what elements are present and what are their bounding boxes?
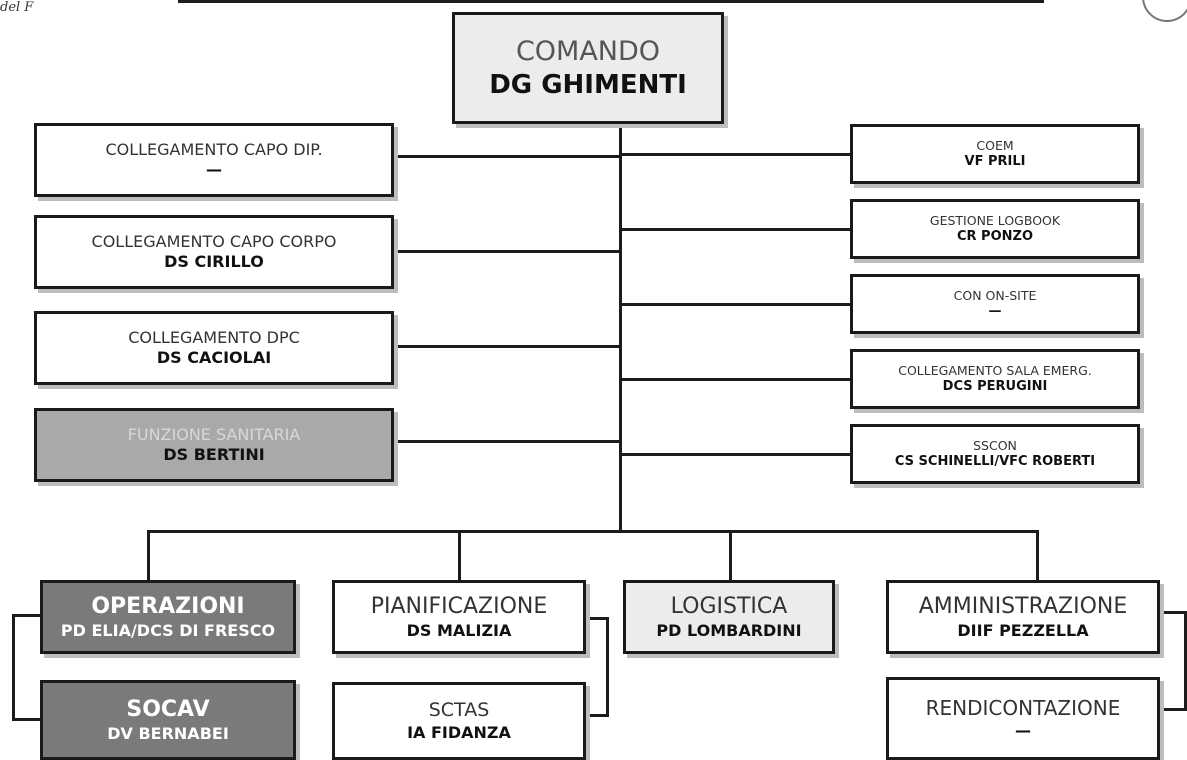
connector-left-3 — [394, 345, 620, 348]
connector-right-1 — [620, 153, 852, 156]
node-title: GESTIONE LOGBOOK — [929, 213, 1061, 229]
node-name: DIIF PEZZELLA — [957, 620, 1089, 640]
node-collegamento-capo-dip: COLLEGAMENTO CAPO DIP. — — [34, 123, 394, 197]
bracket-pianificazione-v — [606, 617, 609, 717]
node-title: COEM — [976, 138, 1014, 154]
header-rule — [178, 0, 1044, 3]
node-title: SOCAV — [126, 697, 210, 723]
connector-left-4 — [394, 440, 620, 443]
connector-right-2 — [620, 228, 852, 231]
drop-amministrazione — [1036, 530, 1039, 582]
node-funzione-sanitaria: FUNZIONE SANITARIA DS BERTINI — [34, 408, 394, 482]
node-con-on-site: CON ON-SITE — — [850, 274, 1140, 334]
bracket-operazioni-v — [12, 614, 15, 720]
node-name: DCS PERUGINI — [942, 378, 1048, 394]
node-name: PD LOMBARDINI — [656, 620, 802, 640]
node-name: DS BERTINI — [163, 445, 265, 464]
connector-left-2 — [394, 250, 620, 253]
node-title: FUNZIONE SANITARIA — [127, 425, 301, 444]
node-collegamento-dpc: COLLEGAMENTO DPC DS CACIOLAI — [34, 311, 394, 385]
node-name: CR PONZO — [956, 228, 1033, 244]
node-coem: COEM VF PRILI — [850, 124, 1140, 184]
node-name: DG GHIMENTI — [489, 69, 687, 100]
node-collegamento-capo-corpo: COLLEGAMENTO CAPO CORPO DS CIRILLO — [34, 215, 394, 289]
node-name: — — [1015, 721, 1031, 740]
node-collegamento-sala-emerg: COLLEGAMENTO SALA EMERG. DCS PERUGINI — [850, 349, 1140, 409]
node-title: COLLEGAMENTO CAPO CORPO — [91, 232, 337, 251]
node-title: OPERAZIONI — [91, 594, 245, 620]
bracket-amministrazione — [1160, 611, 1187, 614]
node-socav: SOCAV DV BERNABEI — [40, 680, 296, 760]
emblem-icon — [1142, 0, 1187, 22]
bracket-pianificazione — [585, 617, 609, 620]
connector-left-1 — [394, 155, 620, 158]
trunk-line — [619, 124, 622, 532]
node-name: IA FIDANZA — [407, 722, 511, 742]
node-title: SCTAS — [428, 699, 490, 722]
node-name: DS MALIZIA — [406, 620, 512, 640]
bracket-amministrazione-v — [1184, 611, 1187, 711]
node-title: RENDICONTAZIONE — [925, 696, 1121, 720]
bracket-pianificazione-b — [585, 714, 609, 717]
bracket-amministrazione-b — [1160, 708, 1187, 711]
node-rendicontazione: RENDICONTAZIONE — — [886, 677, 1160, 760]
node-title: SSCON — [973, 438, 1017, 454]
node-title: COLLEGAMENTO DPC — [128, 328, 300, 347]
connector-right-5 — [620, 453, 852, 456]
node-name: DS CACIOLAI — [156, 348, 272, 367]
node-logistica: LOGISTICA PD LOMBARDINI — [623, 580, 835, 654]
node-sscon: SSCON CS SCHINELLI/VFC ROBERTI — [850, 424, 1140, 484]
connector-right-3 — [620, 303, 852, 306]
logo-text: del F — [0, 0, 34, 15]
node-name: DV BERNABEI — [107, 723, 229, 743]
drop-logistica — [729, 530, 732, 582]
node-gestione-logbook: GESTIONE LOGBOOK CR PONZO — [850, 199, 1140, 259]
node-title: COLLEGAMENTO CAPO DIP. — [105, 140, 323, 159]
node-pianificazione: PIANIFICAZIONE DS MALIZIA — [332, 580, 586, 654]
node-name: PD ELIA/DCS DI FRESCO — [60, 620, 276, 640]
drop-operazioni — [147, 530, 150, 582]
node-name: CS SCHINELLI/VFC ROBERTI — [894, 453, 1096, 469]
node-operazioni: OPERAZIONI PD ELIA/DCS DI FRESCO — [40, 580, 296, 654]
node-name: DS CIRILLO — [164, 252, 264, 271]
bracket-operazioni-b — [12, 718, 42, 721]
functions-bus — [147, 530, 1039, 533]
node-sctas: SCTAS IA FIDANZA — [332, 682, 586, 760]
connector-right-4 — [620, 378, 852, 381]
bracket-operazioni — [12, 614, 42, 617]
node-title: CON ON-SITE — [953, 288, 1037, 304]
node-title: COMANDO — [515, 35, 661, 67]
node-amministrazione: AMMINISTRAZIONE DIIF PEZZELLA — [886, 580, 1160, 654]
node-name: VF PRILI — [964, 153, 1026, 169]
logo-left: del F — [0, 0, 33, 15]
node-title: LOGISTICA — [670, 594, 788, 620]
node-name: — — [206, 160, 222, 179]
node-title: PIANIFICAZIONE — [370, 594, 548, 620]
node-comando: COMANDO DG GHIMENTI — [452, 12, 724, 124]
drop-pianificazione — [458, 530, 461, 582]
node-title: AMMINISTRAZIONE — [918, 594, 1128, 620]
node-name: — — [988, 303, 1002, 319]
node-title: COLLEGAMENTO SALA EMERG. — [898, 363, 1092, 379]
